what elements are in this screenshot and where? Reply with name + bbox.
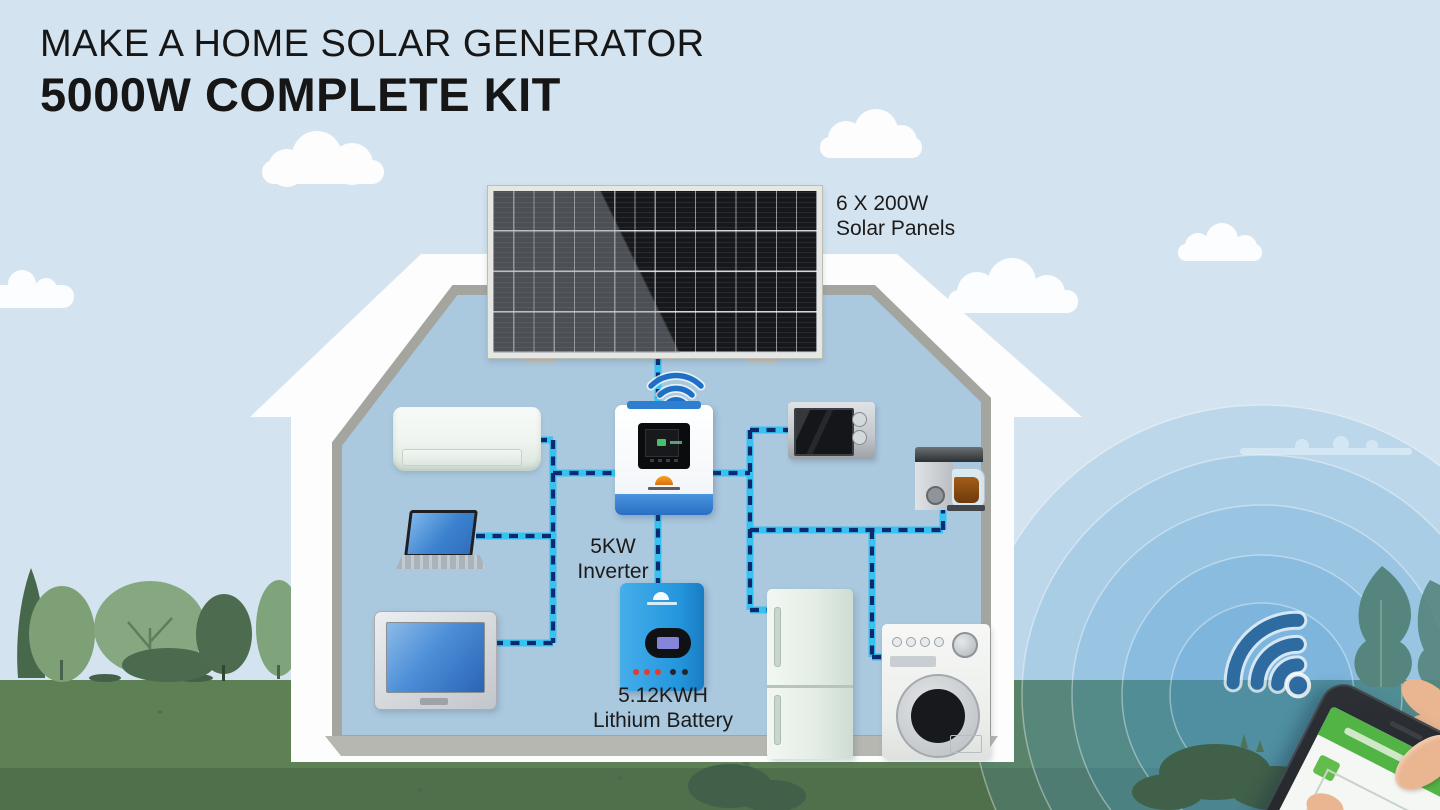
- cloud: [820, 109, 922, 158]
- washer-button: [934, 637, 944, 647]
- wifi-icon-large: [1223, 610, 1312, 699]
- microwave-button: [852, 430, 867, 445]
- page-title: MAKE A HOME SOLAR GENERATOR 5000W COMPLE…: [40, 22, 705, 122]
- brand-wordmark: [648, 487, 680, 490]
- fridge-door-split: [767, 685, 853, 688]
- tv-screen: [386, 622, 485, 693]
- inverter-lcd-graphic: [670, 441, 682, 444]
- fridge-handle: [774, 695, 781, 745]
- washer-button: [892, 637, 902, 647]
- inverter-lcd-graphic: [657, 439, 666, 446]
- microwave-button: [852, 412, 867, 427]
- battery-lcd: [657, 637, 679, 649]
- coffee-machine-base: [947, 505, 985, 511]
- panel-mount-foot: [748, 356, 778, 364]
- washer-drum: [911, 689, 965, 743]
- solar-panels-label-line1: 6 X 200W: [836, 192, 929, 215]
- trees-left: [17, 568, 698, 684]
- inverter-label-line1: 5KW: [590, 535, 636, 558]
- battery-display: [645, 628, 691, 658]
- washing-machine: [882, 624, 990, 759]
- inverter-screen: [638, 423, 690, 469]
- laptop-keyboard: [396, 555, 486, 569]
- battery-label: 5.12KWH Lithium Battery: [538, 684, 788, 734]
- washer-button: [906, 637, 916, 647]
- washer-door: [896, 674, 980, 758]
- brand-sun-logo: [655, 476, 673, 485]
- tree-silhouette-right: [1354, 566, 1440, 688]
- brand-sun-logo: [653, 592, 669, 600]
- washer-filter-panel: [950, 735, 982, 753]
- inverter-lcd: [645, 429, 682, 457]
- battery-label-line2: Lithium Battery: [592, 709, 734, 733]
- solar-panels-label-line2: Solar Panels: [836, 217, 956, 241]
- refrigerator: [767, 589, 853, 759]
- inverter-label-line2: Inverter: [577, 560, 649, 584]
- solar-panel-array: [487, 185, 823, 359]
- coffee-machine-top: [915, 447, 983, 462]
- ac-vent: [402, 449, 522, 466]
- cloud: [262, 131, 384, 187]
- washer-button: [920, 637, 930, 647]
- cloud: [1178, 223, 1262, 261]
- inverter-blue-base: [615, 494, 713, 515]
- cloud: [1240, 436, 1412, 455]
- title-line-1: MAKE A HOME SOLAR GENERATOR: [40, 23, 705, 65]
- panel-mount-foot: [526, 356, 556, 364]
- washer-display: [890, 656, 936, 667]
- cloud: [948, 258, 1078, 313]
- solar-panels-label: 6 X 200W Solar Panels: [836, 192, 955, 242]
- battery-label-line1: 5.12KWH: [618, 684, 708, 707]
- title-line-2: 5000W COMPLETE KIT: [40, 67, 561, 121]
- fridge-handle: [774, 607, 781, 667]
- inverter-unit: [615, 401, 713, 515]
- tv-logo-tab: [420, 698, 448, 705]
- television: [374, 611, 497, 710]
- air-conditioner: [393, 407, 541, 471]
- brand-wordmark: [647, 602, 677, 605]
- cloud: [0, 270, 74, 308]
- inverter-top-cap: [627, 401, 701, 409]
- laptop-screen: [404, 510, 478, 557]
- coffee-machine-knob: [926, 486, 945, 505]
- lithium-battery-unit: [620, 583, 704, 691]
- microwave-door: [794, 408, 854, 456]
- coffee-liquid: [954, 477, 979, 503]
- microwave-oven: [788, 402, 875, 459]
- inverter-label: 5KW Inverter: [532, 535, 694, 585]
- inverter-buttons: [650, 459, 678, 462]
- washer-knob: [952, 632, 978, 658]
